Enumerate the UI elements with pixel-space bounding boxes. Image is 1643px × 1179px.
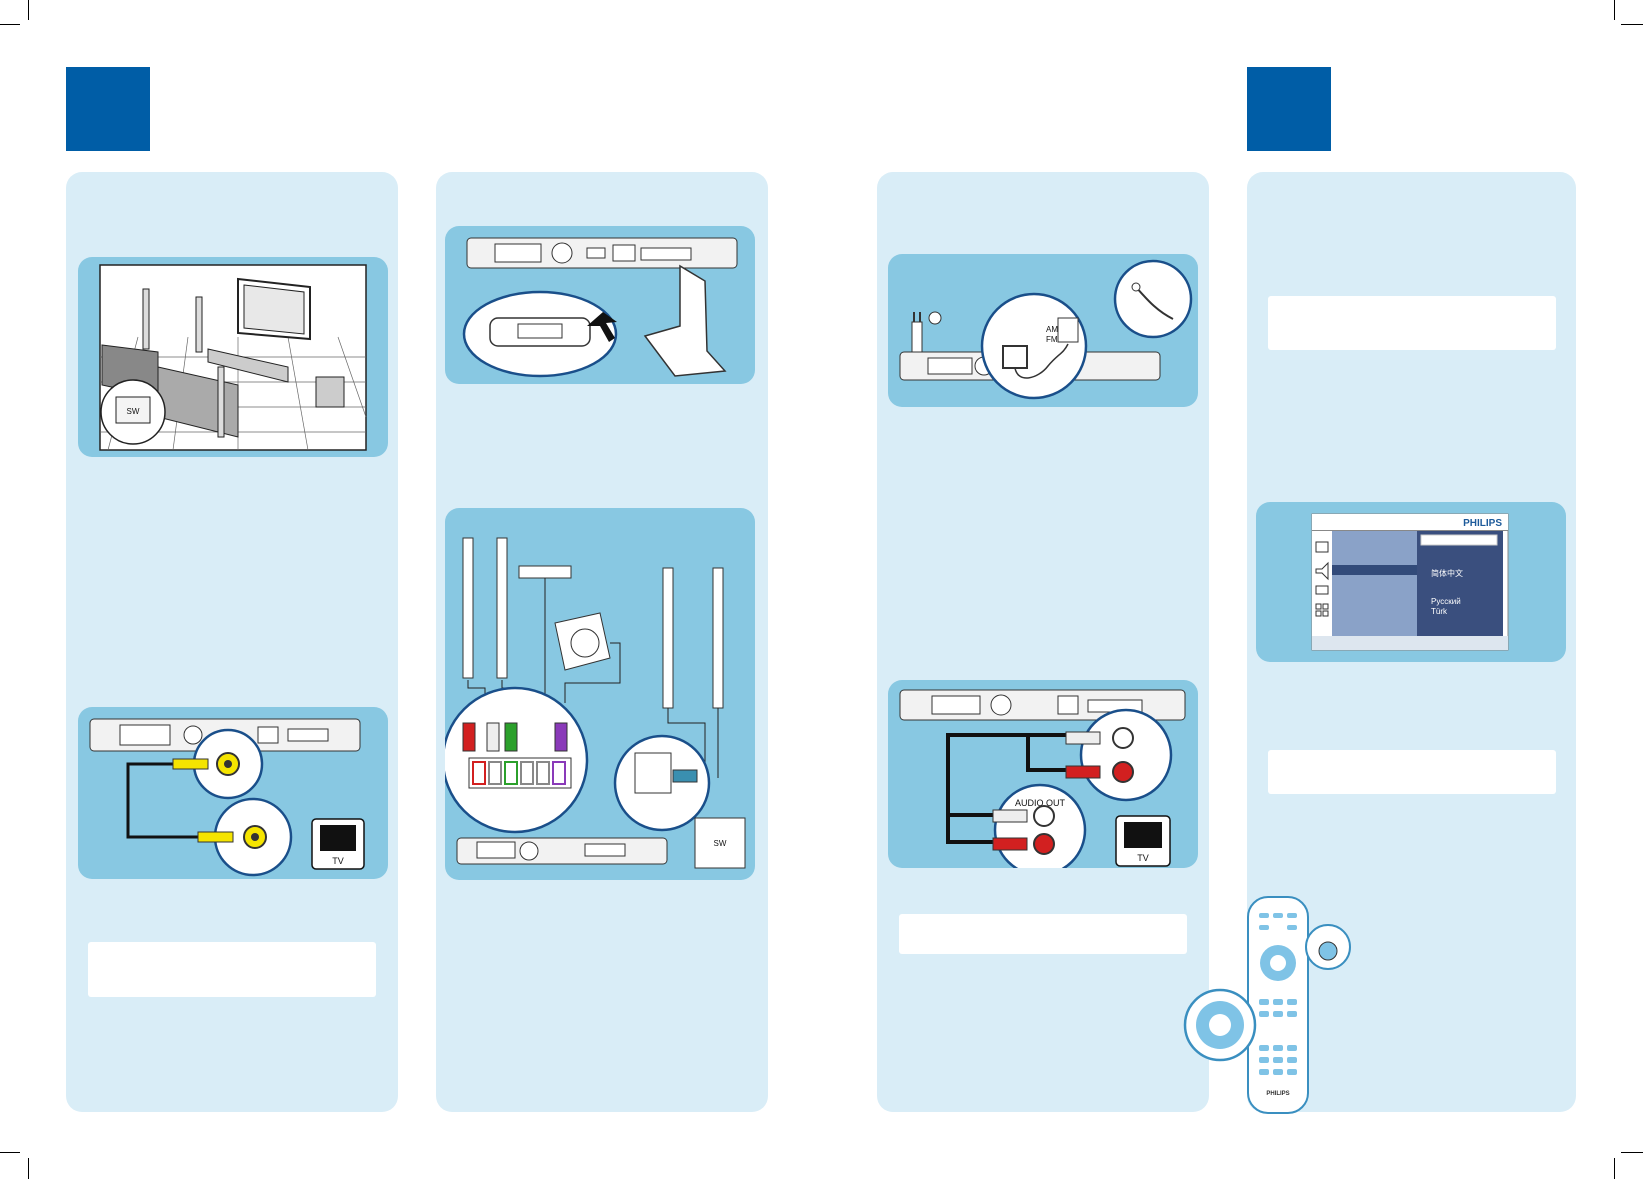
note-box <box>1268 750 1556 794</box>
antenna-power-illustration: AM/ FM <box>888 254 1198 407</box>
speaker-wiring-illustration: SW <box>445 508 755 880</box>
crop-mark <box>28 0 29 20</box>
crop-mark <box>0 1152 20 1153</box>
video-connection-illustration: TV <box>78 707 388 879</box>
receiver-badge-text: SW <box>714 839 727 848</box>
step-number-box-left <box>66 67 150 151</box>
am-label: AM/ <box>1046 325 1061 334</box>
note-box <box>88 942 376 997</box>
note-box <box>1268 296 1556 350</box>
crop-mark <box>1614 1158 1615 1179</box>
step-number-box-right <box>1247 67 1331 151</box>
audio-out-illustration: AUDIO OUT TV <box>888 680 1198 868</box>
column-1-placement: SW TV <box>66 172 398 1112</box>
tv-label-audio: TV <box>1137 853 1149 863</box>
column-2-speakers: SW <box>436 172 768 1112</box>
menu-item-cjk: 简体中文 <box>1431 568 1463 578</box>
philips-logo: PHILIPS <box>1463 518 1502 529</box>
crop-mark <box>1621 24 1643 25</box>
menu-screen-illustration: PHILIPS 简体中文 Русский Türk <box>1256 502 1566 662</box>
crop-mark <box>1621 1152 1643 1153</box>
tv-label: TV <box>332 856 344 866</box>
remote-brand: PHILIPS <box>1266 1091 1289 1097</box>
subwoofer-badge-text: SW <box>127 407 140 416</box>
docking-connection-illustration <box>445 226 755 384</box>
menu-item-russian: Русский <box>1431 597 1461 606</box>
column-3-power-audio: AM/ FM <box>877 172 1209 1112</box>
fm-label: FM <box>1046 335 1058 344</box>
menu-item-turkish: Türk <box>1431 607 1448 616</box>
crop-mark <box>28 1158 29 1179</box>
crop-mark <box>0 24 20 25</box>
audio-out-label: AUDIO OUT <box>1015 798 1066 808</box>
remote-control-illustration: PHILIPS <box>1183 895 1363 1115</box>
note-box <box>899 914 1187 954</box>
crop-mark <box>1614 0 1615 20</box>
speaker-placement-illustration: SW <box>78 257 388 457</box>
